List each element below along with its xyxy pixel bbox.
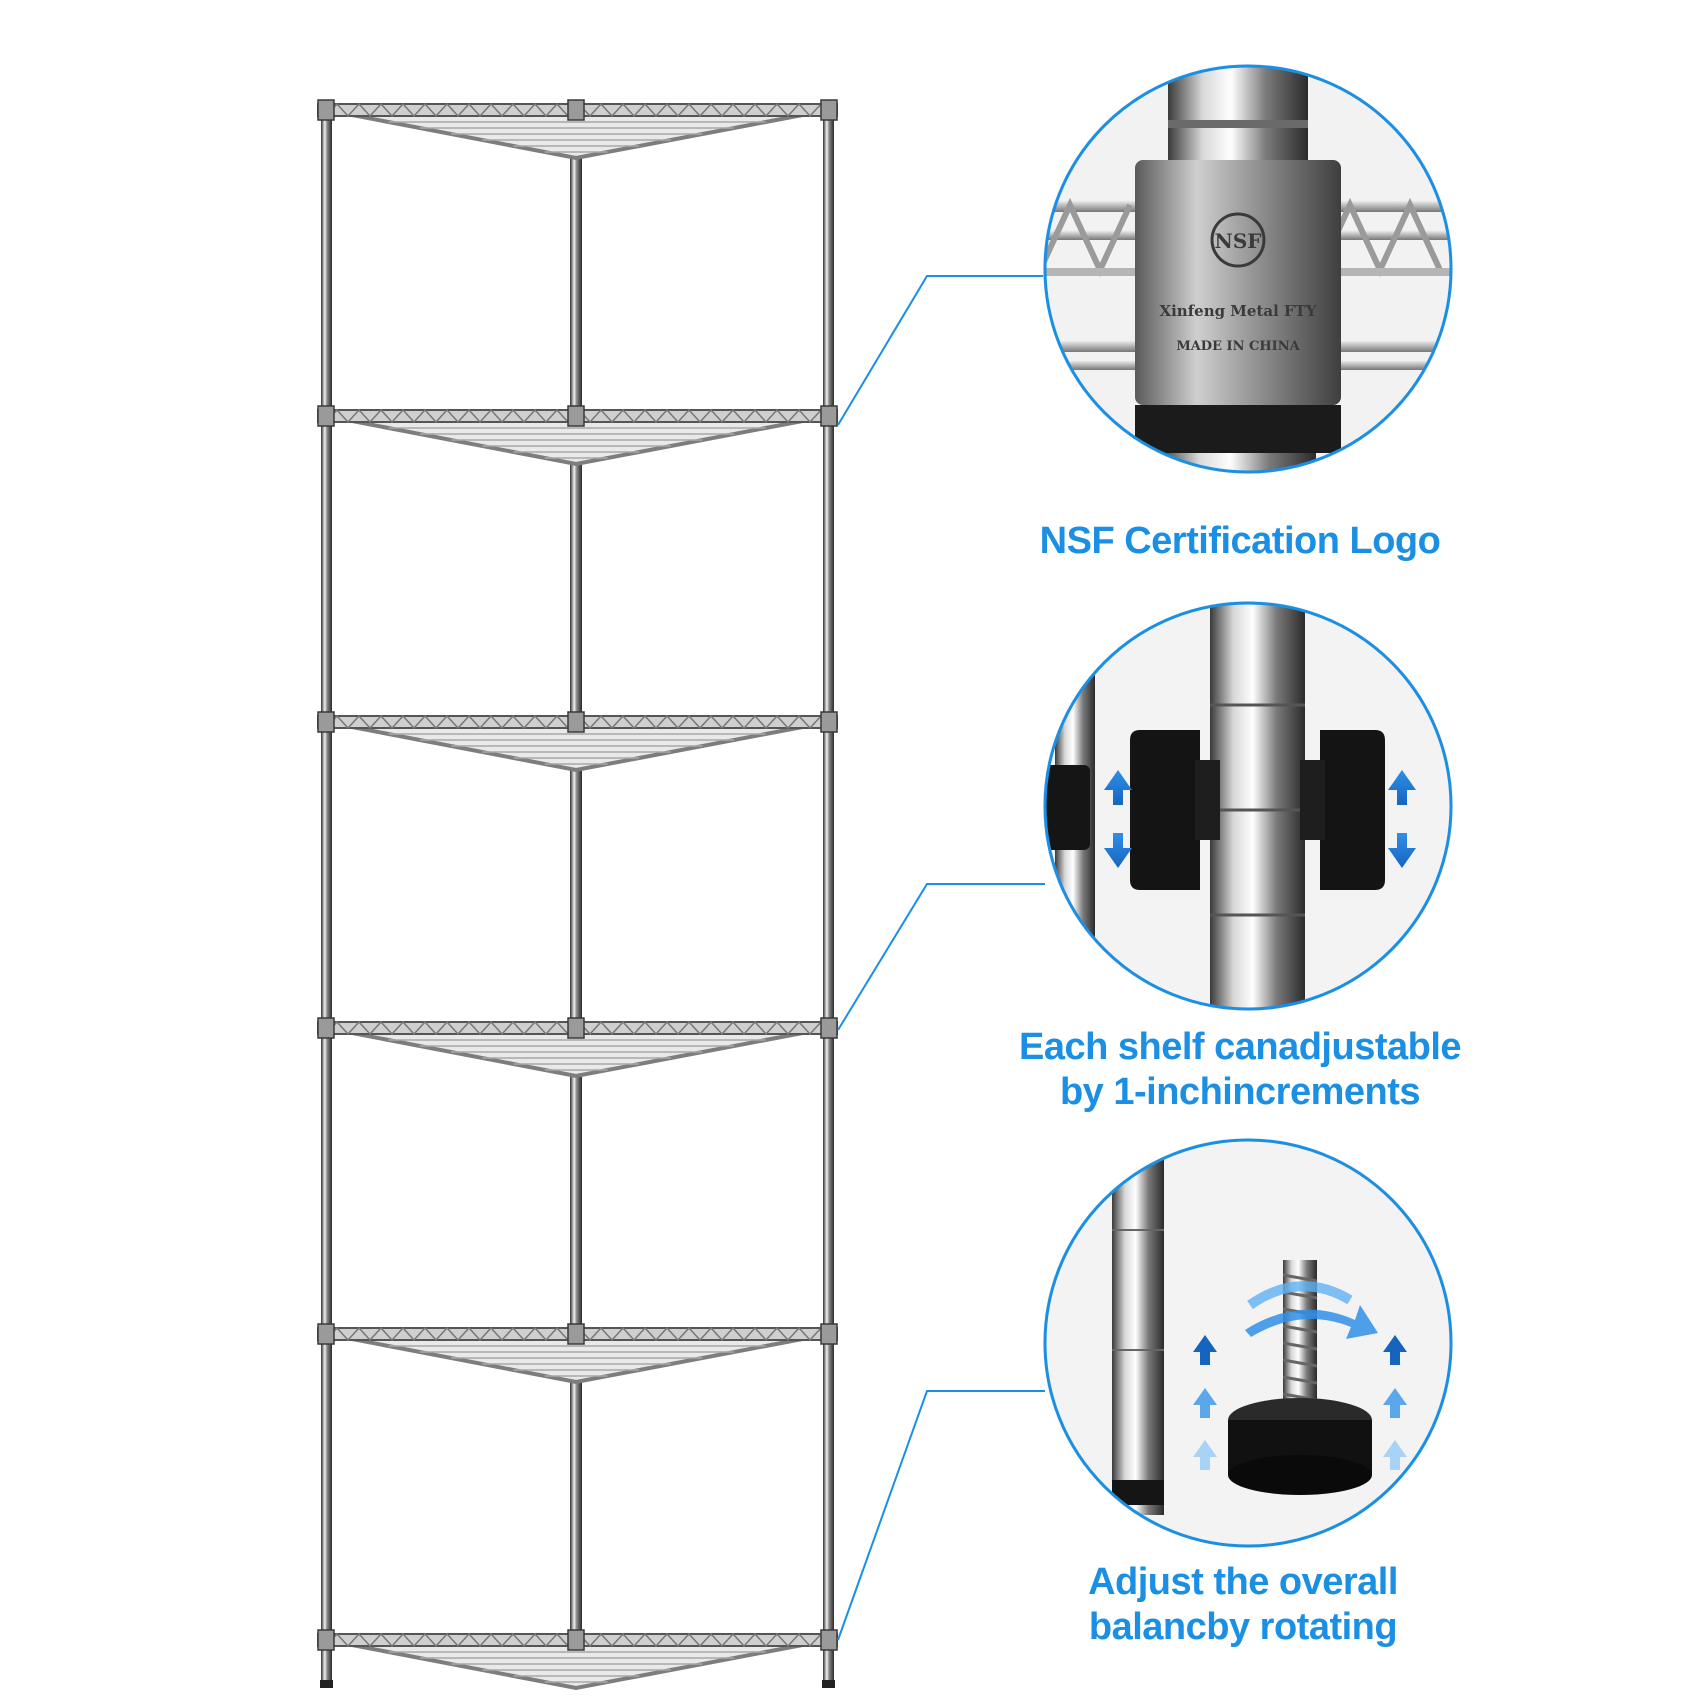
wire-shelf bbox=[317, 1629, 838, 1691]
up-arrows-icon bbox=[1193, 1335, 1407, 1470]
rotate-arrow-icon bbox=[1245, 1305, 1378, 1339]
rack-pole-center bbox=[570, 145, 582, 1687]
caption-leveling-line-1: Adjust the overall bbox=[1088, 1561, 1398, 1603]
nsf-sleeve bbox=[1135, 160, 1341, 405]
engraving-maker: Xinfeng Metal FTY bbox=[1159, 302, 1316, 320]
nsf-logo-icon: NSF bbox=[1210, 212, 1266, 268]
caption-adjustable-line-2: by 1-inchincrements bbox=[1060, 1071, 1420, 1113]
callout-connectors bbox=[837, 275, 1045, 1641]
callout-adjustable: Each shelf canadjustable by 1-inchincrem… bbox=[1019, 601, 1462, 1113]
up-arrow-icon bbox=[1104, 770, 1416, 805]
shelf-clip-left bbox=[1130, 730, 1200, 890]
callout-leveling-foot: Adjust the overall balancby rotating bbox=[1043, 1138, 1453, 1648]
svg-text:NSF: NSF bbox=[1215, 229, 1262, 253]
engraving-origin: MADE IN CHINA bbox=[1176, 339, 1300, 354]
callout-nsf: NSF Xinfeng Metal FTY MADE IN CHINA NSF … bbox=[1040, 64, 1453, 562]
down-arrow-icon bbox=[1104, 833, 1416, 868]
wire-shelf bbox=[317, 1323, 838, 1385]
wire-shelf bbox=[317, 1017, 838, 1079]
wire-shelf bbox=[317, 99, 838, 161]
shelf-clip-right bbox=[1320, 730, 1385, 890]
wire-shelf bbox=[317, 711, 838, 773]
rack-pole-right bbox=[823, 108, 834, 1688]
caption-nsf-line-1: NSF Certification Logo bbox=[1040, 520, 1441, 562]
wire-shelf bbox=[317, 405, 838, 467]
rack-pole-left bbox=[321, 108, 332, 1688]
corner-shelf-rack bbox=[317, 99, 838, 1691]
caption-leveling-line-2: balancby rotating bbox=[1089, 1606, 1397, 1648]
caption-adjustable-line-1: Each shelf canadjustable bbox=[1019, 1026, 1461, 1068]
